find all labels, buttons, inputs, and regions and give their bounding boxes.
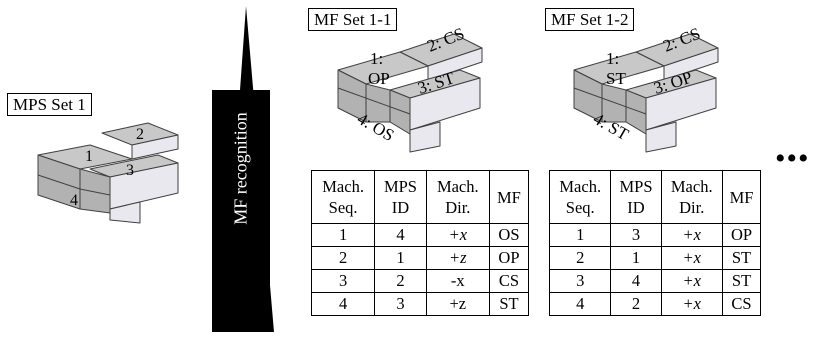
table-cell: 1 <box>374 246 427 270</box>
col-mf: MF <box>488 170 530 224</box>
table-cell: OP <box>721 223 762 247</box>
table-cell: +z <box>425 292 490 316</box>
col-mf: MF <box>721 170 762 224</box>
table-cell: 2 <box>374 269 427 293</box>
table-cell: ST <box>488 292 530 316</box>
mf-set-1-1-title: MF Set 1-1 <box>308 8 398 31</box>
table-cell: 4 <box>310 292 376 316</box>
table-cell: +x <box>425 223 490 247</box>
mf-recognition-arrow <box>212 6 274 332</box>
table-cell: 4 <box>610 269 662 293</box>
table-cell: 3 <box>310 269 376 293</box>
mps-part-label-1: 1 <box>85 148 93 165</box>
col-mach-seq: Mach.Seq. <box>548 170 612 224</box>
more-sets-ellipsis: ••• <box>775 142 810 175</box>
table-cell: 3 <box>548 269 612 293</box>
mf1-label-op: OP <box>368 69 390 88</box>
table-cell: CS <box>721 292 762 316</box>
mps-part-label-3: 3 <box>126 162 134 179</box>
mps-part-label-2: 2 <box>136 126 144 143</box>
table-cell: OP <box>488 246 530 270</box>
table-cell: 4 <box>374 223 427 247</box>
col-mach-dir: Mach.Dir. <box>425 170 490 224</box>
table-cell: +x <box>660 292 723 316</box>
mf-set-1-2-block: 1: ST 2: CS 3: OP 4: ST <box>573 24 719 153</box>
table-cell: +z <box>425 246 490 270</box>
mps-block-diagram: 1 2 3 4 <box>37 122 179 224</box>
table-cell: 1 <box>310 223 376 247</box>
mf-set-1-1-block: 1: OP 2: CS 3: ST 4: OS <box>337 24 483 153</box>
table-cell: +x <box>660 223 723 247</box>
table-cell: OS <box>488 223 530 247</box>
col-mach-dir: Mach.Dir. <box>660 170 723 224</box>
col-mach-seq: Mach.Seq. <box>310 170 376 224</box>
mps-set-title: MPS Set 1 <box>7 93 92 116</box>
table-cell: +x <box>660 269 723 293</box>
mf-recognition-label: MF recognition <box>230 112 251 225</box>
mf2-label-st: ST <box>606 69 626 88</box>
mps-part-label-4: 4 <box>70 192 78 209</box>
mf-set-1-2-title: MF Set 1-2 <box>545 8 635 31</box>
mf2-label-1: 1: <box>606 49 619 68</box>
mf1-label-1: 1: <box>370 49 383 68</box>
table-cell: +x <box>660 246 723 270</box>
table-cell: -x <box>425 269 490 293</box>
table-cell: 2 <box>610 292 662 316</box>
table-cell: 2 <box>310 246 376 270</box>
table-cell: ST <box>721 269 762 293</box>
table-cell: 2 <box>548 246 612 270</box>
table-cell: ST <box>721 246 762 270</box>
table-cell: 3 <box>374 292 427 316</box>
table-cell: 1 <box>548 223 612 247</box>
table-cell: 1 <box>610 246 662 270</box>
table-cell: 3 <box>610 223 662 247</box>
table-cell: 4 <box>548 292 612 316</box>
table-cell: CS <box>488 269 530 293</box>
